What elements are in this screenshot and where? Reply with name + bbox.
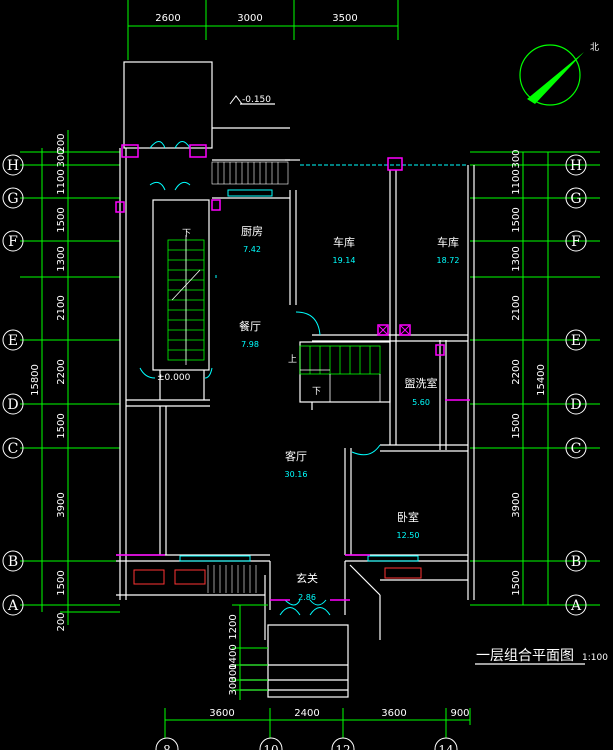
right-dim-8: 3900 (511, 492, 522, 517)
left-dim-5: 1300 (56, 246, 67, 271)
left-dim-3: 1100 (56, 169, 67, 194)
axis-left-G: G (7, 191, 18, 207)
bottom-dim-3: 3600 (381, 708, 406, 719)
stair-main-arrow (171, 235, 201, 365)
left-dim-8: 1500 (56, 413, 67, 438)
elevation-inside: ±0.000 (157, 373, 191, 383)
drawing-title: 一层组合平面图 (476, 648, 574, 664)
entry-dim-4: 300 (228, 676, 239, 695)
axis-col-8: 8 (163, 743, 171, 750)
room-name-bedroom: 卧室 (397, 510, 419, 524)
entry-dim-3: 300 (228, 663, 239, 682)
right-dim-3: 1500 (511, 207, 522, 232)
columns (115, 144, 470, 601)
axis-left-B: B (8, 554, 18, 570)
room-area-garage-2: 18.72 (437, 256, 460, 265)
axis-right-A: A (570, 598, 582, 614)
right-total-dim: 15400 (536, 364, 547, 396)
left-dim-4: 1500 (56, 207, 67, 232)
right-dim-4: 1300 (511, 246, 522, 271)
right-dim-1: 300 (511, 149, 522, 168)
right-dimension-lines (470, 151, 600, 606)
axis-col-10: 10 (263, 743, 278, 750)
axis-left-H: H (7, 158, 19, 174)
axis-col-12: 12 (335, 743, 350, 750)
room-area-living: 30.16 (285, 470, 308, 479)
bottom-dim-4: 900 (450, 708, 469, 719)
right-dim-9: 1500 (511, 570, 522, 595)
right-dim-6: 2200 (511, 359, 522, 384)
bottom-hatch (207, 565, 257, 593)
top-dim-1: 2600 (155, 13, 180, 24)
planters (133, 567, 422, 585)
stair-up-label: 上 (288, 354, 297, 365)
axis-left-C: C (8, 441, 19, 457)
room-name-garage-1: 车库 (333, 235, 355, 249)
axis-right-H: H (570, 158, 582, 174)
right-dim-7: 1500 (511, 413, 522, 438)
axis-right-B: B (571, 554, 581, 570)
axis-right-F: F (571, 234, 581, 250)
left-dim-9: 3900 (56, 492, 67, 517)
axis-right-G: G (570, 191, 581, 207)
axis-col-14: 14 (438, 743, 454, 750)
right-dim-2: 1100 (511, 169, 522, 194)
left-dim-6: 2100 (56, 295, 67, 320)
doors (139, 141, 381, 616)
bottom-axis-bubbles (155, 737, 458, 750)
room-name-washroom: 盥洗室 (405, 376, 438, 390)
entry-dimension-lines (232, 604, 268, 700)
room-name-garage-2: 车库 (437, 235, 459, 249)
left-total-dim: 15800 (30, 364, 41, 396)
bottom-dim-1: 3600 (209, 708, 234, 719)
room-name-living: 客厅 (285, 449, 307, 463)
room-name-kitchen: 厨房 (241, 225, 263, 238)
axis-left-F: F (8, 234, 18, 250)
right-dim-5: 2100 (511, 295, 522, 320)
axis-right-C: C (571, 441, 582, 457)
north-label: 北 (590, 42, 599, 53)
north-arrow (519, 44, 584, 106)
room-area-dining: 7.98 (241, 340, 259, 349)
elevation-outside: -0.150 (242, 95, 271, 105)
room-name-foyer: 玄关 (296, 571, 318, 585)
left-axis-bubbles (2, 154, 24, 616)
room-area-washroom: 5.60 (412, 398, 430, 407)
left-dim-10: 1500 (56, 570, 67, 595)
room-area-garage-1: 19.14 (333, 256, 356, 265)
axis-right-E: E (571, 333, 581, 349)
room-area-foyer: 2.86 (298, 593, 316, 602)
stair-down-label-main: 下 (182, 229, 191, 239)
vent-boxes (378, 325, 410, 335)
drawing-scale: 1:100 (582, 653, 608, 663)
stair-down-label-secondary: 下 (312, 387, 321, 397)
room-area-kitchen: 7.42 (243, 245, 261, 254)
left-dimension-lines (20, 130, 120, 625)
entry-dim-1: 1200 (228, 614, 239, 639)
stair-secondary (299, 345, 381, 375)
stair-secondary-outline (300, 369, 381, 403)
balcony-hatch (211, 161, 289, 185)
axis-left-D: D (7, 397, 18, 413)
top-dim-2: 3000 (237, 13, 262, 24)
top-dim-3: 3500 (332, 13, 357, 24)
axis-right-D: D (570, 397, 581, 413)
left-dim-11: 200 (56, 612, 67, 631)
elevation-mark-outside (229, 95, 243, 105)
right-axis-bubbles (565, 154, 587, 616)
axis-left-A: A (7, 598, 19, 614)
room-area-bedroom: 12.50 (397, 531, 420, 540)
room-name-dining: 餐厅 (239, 319, 261, 333)
left-dim-7: 2200 (56, 359, 67, 384)
bottom-dim-2: 2400 (294, 708, 319, 719)
left-dim-1: 200 (56, 133, 67, 152)
bottom-dimension-chain (164, 708, 471, 738)
top-dimension-chain (127, 0, 399, 60)
left-dim-2: 300 (56, 148, 67, 167)
entry-dim-2: 1400 (228, 644, 239, 669)
windows (179, 164, 468, 562)
axis-left-E: E (8, 333, 18, 349)
walls (116, 61, 475, 698)
